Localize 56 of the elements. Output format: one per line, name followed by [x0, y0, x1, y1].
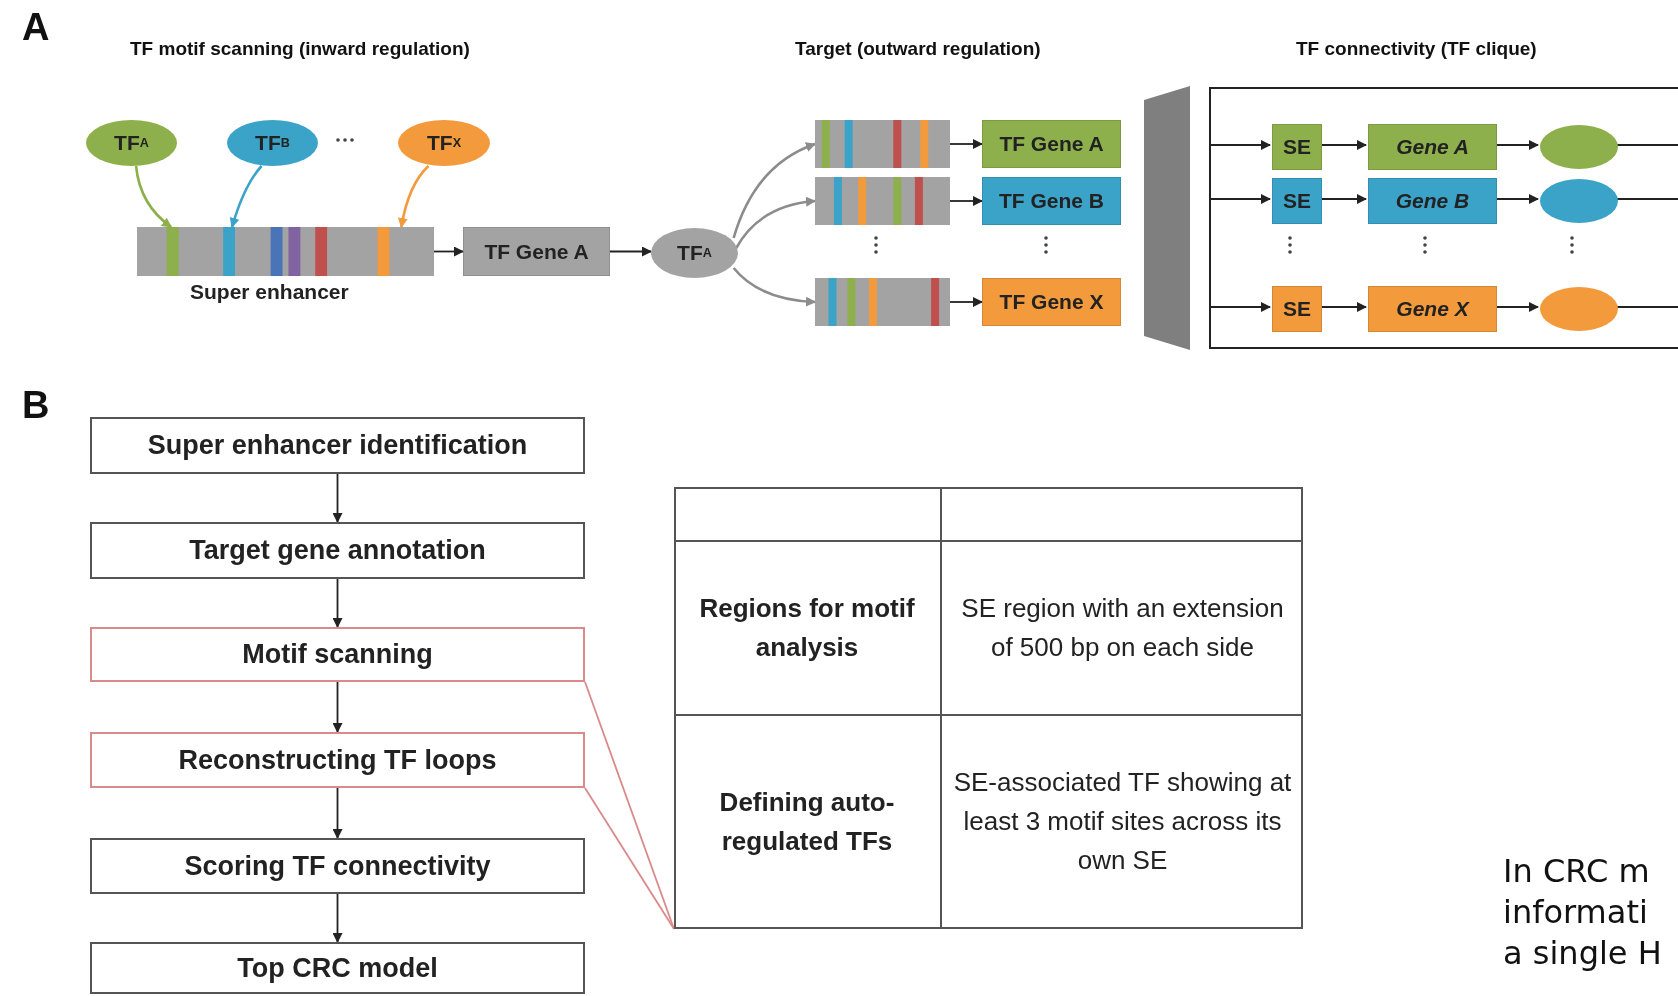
arrow: [134, 165, 172, 229]
section-heading: TF connectivity (TF clique): [1296, 38, 1537, 60]
step-box: Target gene annotation: [90, 522, 585, 579]
gene-box: Gene B: [1368, 178, 1497, 224]
arrow: [433, 246, 464, 257]
arrow: [229, 165, 263, 228]
gene-box: TF Gene X: [982, 278, 1121, 326]
step-box: Scoring TF connectivity: [90, 838, 585, 894]
zoom-line: [584, 787, 675, 930]
enhancer-bar: [137, 227, 434, 276]
arrow: [732, 142, 816, 239]
comparison-table: [674, 487, 1303, 929]
zoom-line: [584, 681, 675, 930]
clique-frame: [1209, 87, 1678, 349]
section-heading: TF motif scanning (inward regulation): [130, 38, 470, 60]
arrow: [1208, 302, 1271, 312]
se-box: SE: [1272, 124, 1322, 170]
arrow: [332, 473, 343, 523]
arrow: [1208, 194, 1271, 204]
arrow: [332, 787, 343, 839]
se-box: SE: [1272, 286, 1322, 332]
arrow: [735, 197, 816, 249]
gene-box: Gene X: [1368, 286, 1497, 332]
section-heading: Target (outward regulation): [795, 38, 1041, 60]
arrow: [1208, 140, 1271, 150]
arrow: [332, 578, 343, 628]
arrow: [332, 681, 343, 733]
table-cell: Regions for motif analysis: [674, 542, 942, 716]
body-text: a single H: [1503, 934, 1662, 972]
gene-box: TF Gene B: [982, 177, 1121, 225]
gene-box: TF Gene A: [463, 227, 610, 276]
arrow: [949, 139, 983, 149]
arrow: [609, 246, 652, 257]
node-caption: Super enhancer: [190, 280, 349, 304]
arrow: [949, 196, 983, 206]
step-box: Motif scanning: [90, 627, 585, 682]
enhancer-bar: [815, 177, 950, 225]
body-text: informati: [1503, 893, 1648, 931]
arrow: [949, 297, 983, 307]
arrow: [332, 893, 343, 943]
se-box: SE: [1272, 178, 1322, 224]
enhancer-bar: [815, 278, 950, 326]
step-box: Super enhancer identification: [90, 417, 585, 474]
arrow: [398, 165, 430, 228]
gene-box: Gene A: [1368, 124, 1497, 170]
step-box: Top CRC model: [90, 942, 585, 994]
panel-letter: B: [22, 384, 50, 427]
table-cell: Defining auto-regulated TFs: [674, 716, 942, 927]
panel-letter: A: [22, 6, 50, 49]
enhancer-bar: [815, 120, 950, 168]
body-text: In CRC m: [1503, 852, 1650, 890]
step-box: Reconstructing TF loops: [90, 732, 585, 788]
table-cell: SE region with an extension of 500 bp on each side: [942, 542, 1303, 716]
arrow: [732, 267, 816, 307]
table-cell-text: SE-associated TF showing at least 3 motif sites across its own SE: [952, 766, 1293, 877]
gene-box: TF Gene A: [982, 120, 1121, 168]
